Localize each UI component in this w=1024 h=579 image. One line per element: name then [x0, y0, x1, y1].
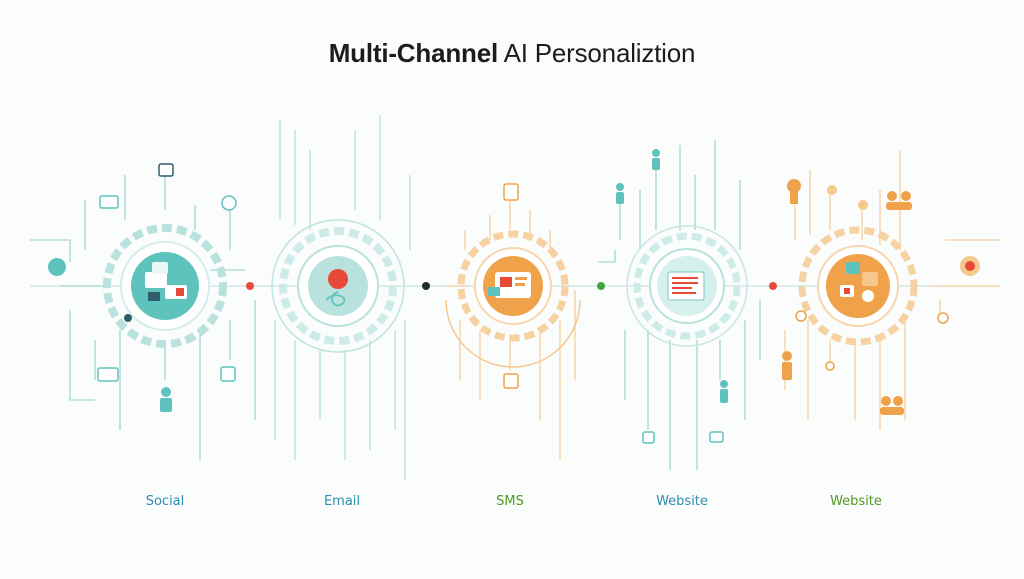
page-title: Multi-Channel AI Personaliztion	[0, 38, 1024, 69]
document-icon	[503, 183, 519, 201]
group-icon	[880, 191, 912, 415]
globe-icon	[48, 258, 66, 276]
small-screen-icon	[709, 431, 724, 443]
label-website-2: Website	[830, 494, 882, 509]
node-social	[30, 163, 256, 460]
node-website-orange	[782, 150, 1000, 430]
card-icon	[99, 195, 119, 209]
person-icon	[616, 149, 728, 403]
video-icon	[158, 163, 174, 177]
share-icon	[220, 366, 236, 382]
label-email: Email	[323, 494, 361, 509]
node-email	[271, 115, 411, 480]
person-orange-icon	[782, 351, 792, 380]
light-bulb-icon	[827, 185, 868, 210]
label-sms: SMS	[496, 494, 524, 509]
title-rest: AI Personaliztion	[497, 38, 696, 68]
website-widgets-icon	[826, 254, 890, 318]
label-social: Social	[145, 494, 185, 509]
connector-dot-green	[597, 282, 605, 290]
connector-dot-red-2	[769, 282, 777, 290]
robot-icon	[160, 387, 172, 412]
connector-dot-dark	[422, 282, 430, 290]
check-icon	[503, 373, 519, 389]
node-sms	[445, 183, 581, 460]
node-website	[598, 140, 761, 470]
title-bold: Multi-Channel	[328, 38, 498, 68]
small-widget-icon	[642, 431, 655, 444]
cloud-icon	[221, 195, 237, 211]
label-website: Website	[656, 494, 708, 509]
award-icon	[787, 179, 801, 204]
connector-dot-red-1	[246, 282, 254, 290]
chat-icon	[97, 367, 119, 382]
